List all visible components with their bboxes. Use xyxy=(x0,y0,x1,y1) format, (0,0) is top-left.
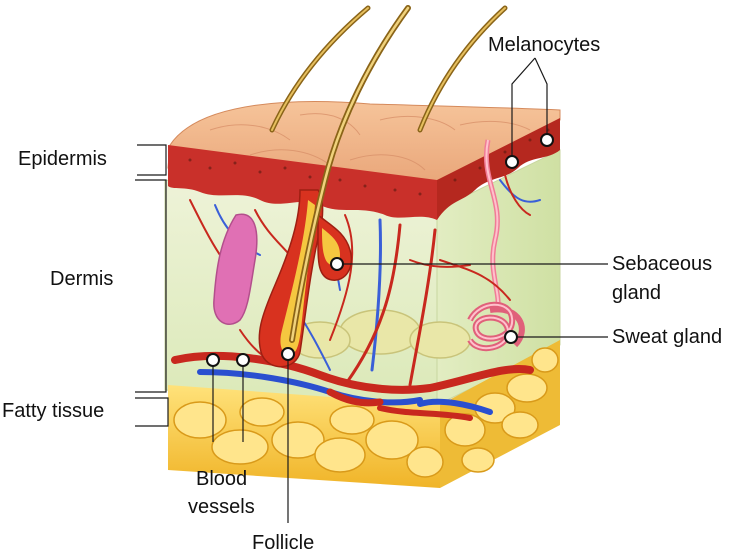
hair-strands xyxy=(269,5,508,343)
label-melanocytes: Melanocytes xyxy=(488,34,601,56)
label-dermis: Dermis xyxy=(50,268,114,290)
leader-lines xyxy=(135,57,608,523)
marker-sebaceous-gland xyxy=(330,257,344,271)
marker-blood-vessel-2 xyxy=(236,353,250,367)
label-blood-line1: Blood xyxy=(196,468,248,490)
label-sebaceous-line2: gland xyxy=(612,282,661,304)
label-sweat-gland: Sweat gland xyxy=(612,326,723,348)
marker-melanocyte-1 xyxy=(505,155,519,169)
label-sebaceous-line1: Sebaceous xyxy=(612,253,713,275)
marker-follicle xyxy=(281,347,295,361)
label-follicle: Follicle xyxy=(252,532,315,554)
follicle-illustration xyxy=(258,189,352,368)
label-fatty-tissue: Fatty tissue xyxy=(2,400,105,422)
marker-sweat-gland xyxy=(504,330,518,344)
fatty-tissue-layer xyxy=(168,309,560,488)
hair-muscle-illustration xyxy=(213,213,258,325)
epidermis-layer xyxy=(168,118,560,220)
label-epidermis: Epidermis xyxy=(18,148,107,170)
marker-blood-vessel-1 xyxy=(206,353,220,367)
blood-vessels-illustration xyxy=(171,174,541,421)
label-blood-line2: vessels xyxy=(188,496,255,518)
callout-markers xyxy=(206,133,554,367)
marker-melanocyte-2 xyxy=(540,133,554,147)
sweat-gland-illustration xyxy=(467,139,525,352)
